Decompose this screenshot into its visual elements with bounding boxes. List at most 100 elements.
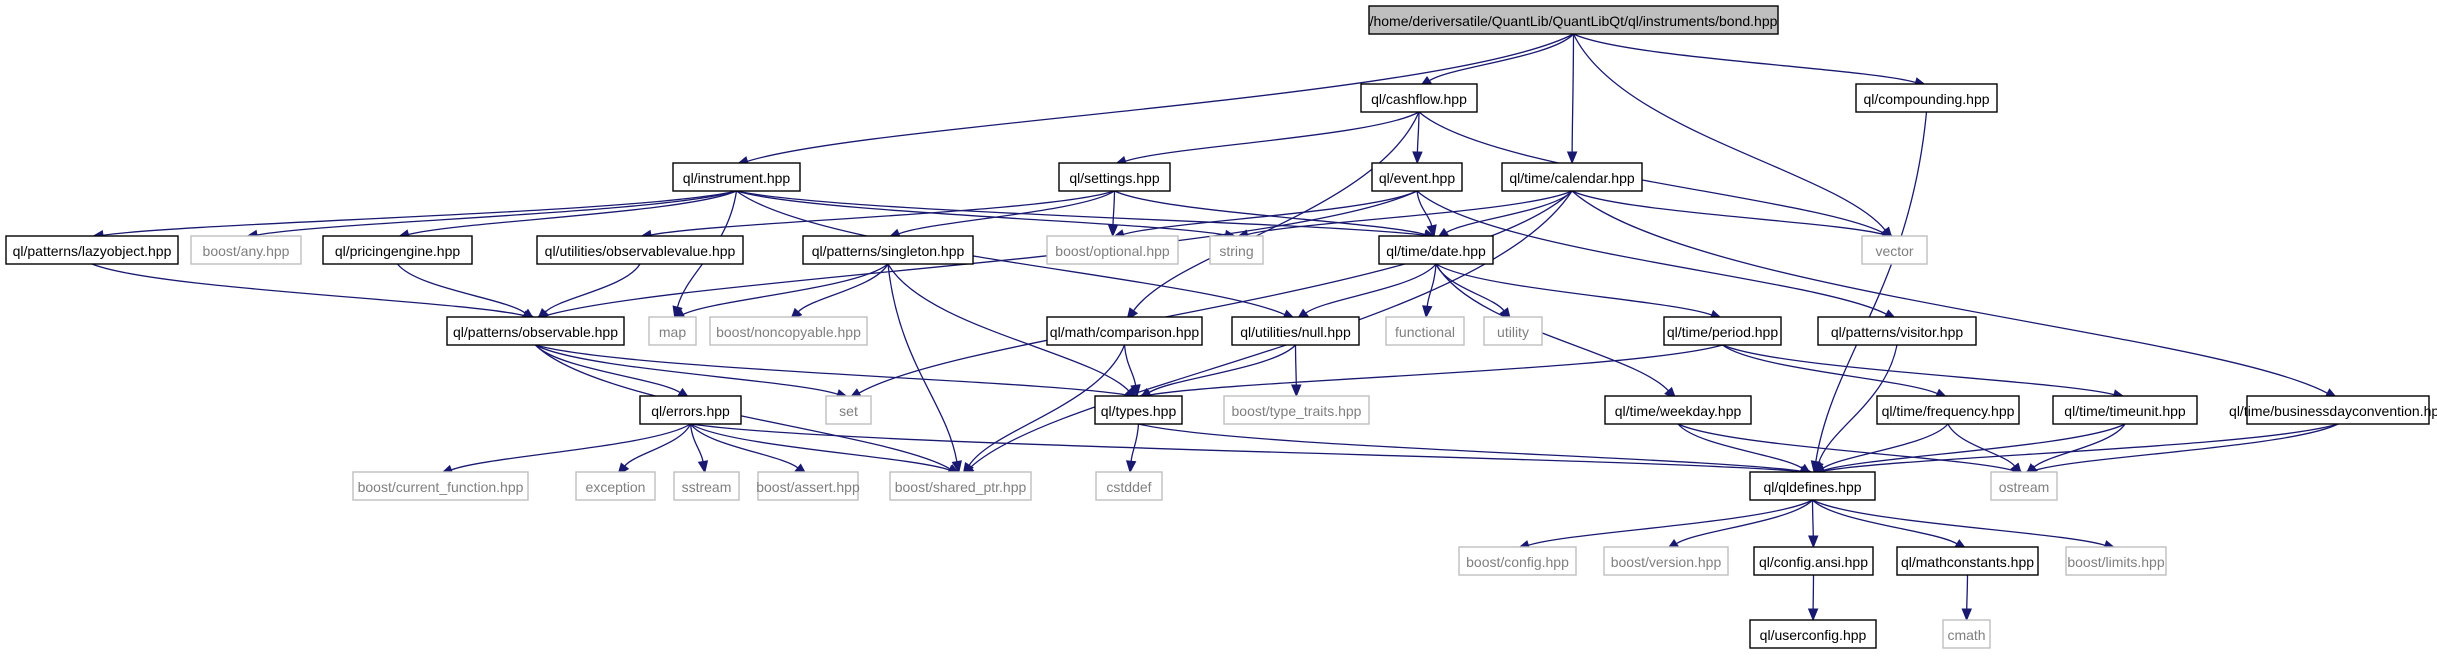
node-frequency[interactable]: ql/time/frequency.hpp [1876,395,2020,425]
edge-line [1305,263,1437,314]
node-box [1942,619,1991,649]
node-currentfunction: boost/current_function.hpp [352,471,529,501]
node-label: ql/qldefines.hpp [1763,479,1861,495]
edge-line [682,263,889,315]
edge-configansi-to-userconfig [1807,574,1819,622]
node-assert: boost/assert.hpp [756,471,860,501]
node-box [1876,395,2020,425]
file-nodes: /home/deriversatile/QuantLib/QuantLibQt/… [5,5,2437,649]
edge-line [102,190,737,236]
node-observable[interactable]: ql/patterns/observable.hpp [446,316,625,346]
node-null[interactable]: ql/utilities/null.hpp [1231,316,1360,346]
node-box [672,162,801,192]
node-cmath: cmath [1942,619,1991,649]
node-event[interactable]: ql/event.hpp [1371,162,1463,192]
node-box [757,471,859,501]
node-box [190,235,302,265]
edge-line [887,263,1130,392]
node-cashflow[interactable]: ql/cashflow.hpp [1360,83,1478,113]
edge-errors-to-exception [617,423,692,476]
edge-line [1149,344,1723,396]
edge-line [1138,423,1802,472]
edge-line [1435,263,1712,316]
node-box [673,471,740,501]
node-timeunit[interactable]: ql/time/timeunit.hpp [2052,395,2198,425]
edge-line [1123,190,1418,236]
dependency-edges [90,33,2339,622]
node-box [1663,316,1782,346]
node-ostream: ostream [1990,471,2058,501]
node-box [1209,235,1264,265]
edge-line [1426,263,1437,307]
edge-cashflow-to-settings [1113,111,1420,166]
edge-line [650,190,1115,236]
edge-errors-to-currentfunction [439,423,691,475]
node-label: ql/userconfig.hpp [1760,627,1867,643]
edge-line [546,190,1418,317]
node-calendar[interactable]: ql/time/calendar.hpp [1501,162,1643,192]
edge-line [690,423,950,471]
node-box [446,316,625,346]
node-visitor[interactable]: ql/patterns/visitor.hpp [1817,316,1977,346]
node-label: ql/event.hpp [1379,170,1455,186]
node-label: sstream [682,479,732,495]
node-period[interactable]: ql/time/period.hpp [1663,316,1782,346]
edge-qldefines-to-boostconfig [1516,499,1813,551]
node-comparison[interactable]: ql/math/comparison.hpp [1046,316,1203,346]
node-bond[interactable]: /home/deriversatile/QuantLib/QuantLibQt/… [1368,5,1779,35]
node-box [1360,83,1478,113]
node-label: boost/current_function.hpp [358,479,524,495]
edge-date-to-functional [1422,263,1437,319]
edge-observable-to-sharedptr [535,344,961,476]
edge-line [396,263,526,314]
edge-line [736,190,1226,236]
node-date[interactable]: ql/time/date.hpp [1378,235,1494,265]
edge-line [1130,423,1140,462]
node-box [709,316,868,346]
node-userconfig[interactable]: ql/userconfig.hpp [1749,619,1877,649]
node-box [322,235,473,265]
edge-bdc-to-ostream [2023,423,2339,476]
edge-line [747,33,1574,162]
node-lazyobject[interactable]: ql/patterns/lazyobject.hpp [5,235,179,265]
node-box [1058,162,1171,192]
edge-arrowhead [1807,608,1819,622]
node-errors[interactable]: ql/errors.hpp [639,395,742,425]
node-singleton[interactable]: ql/patterns/singleton.hpp [802,235,974,265]
edge-observable-to-types [535,344,1140,401]
edge-calendar-to-vector [1571,190,1896,240]
node-pricingengine[interactable]: ql/pricingengine.hpp [322,235,473,265]
edge-line [1418,111,1885,234]
edge-qldefines-to-boostlimits [1812,499,2117,551]
node-box [1368,5,1779,35]
node-mathconstants[interactable]: ql/mathconstants.hpp [1896,546,2039,576]
node-box [648,316,697,346]
node-qldefines[interactable]: ql/qldefines.hpp [1749,471,1876,501]
edge-date-to-weekday [1435,263,1677,400]
node-boostversion: boost/version.hpp [1603,546,1729,576]
node-bdc[interactable]: ql/time/businessdayconvention.hpp [2229,395,2437,425]
node-sharedptr: boost/shared_ptr.hpp [889,471,1032,501]
edge-line [898,190,1115,235]
edge-arrowhead [1808,535,1819,549]
node-compounding[interactable]: ql/compounding.hpp [1855,83,1998,113]
node-configansi[interactable]: ql/config.ansi.hpp [1753,546,1874,576]
node-utility: utility [1483,316,1543,346]
node-observablevalue[interactable]: ql/utilities/observablevalue.hpp [536,235,744,265]
node-types[interactable]: ql/types.hpp [1094,395,1183,425]
node-vector: vector [1861,235,1928,265]
edge-pricingengine-to-observable [396,263,536,321]
edge-period-to-frequency [1722,344,1949,399]
edge-line [1446,190,1573,234]
node-instrument[interactable]: ql/instrument.hpp [672,162,801,192]
node-weekday[interactable]: ql/time/weekday.hpp [1604,395,1752,425]
edge-line [1815,111,1928,462]
node-box [1753,546,1874,576]
node-settings[interactable]: ql/settings.hpp [1058,162,1171,192]
node-label: cstddef [1106,479,1151,495]
node-box [2065,546,2167,576]
edge-null-to-typetraits [1291,344,1302,398]
node-label: utility [1497,324,1529,340]
node-label: functional [1395,324,1455,340]
